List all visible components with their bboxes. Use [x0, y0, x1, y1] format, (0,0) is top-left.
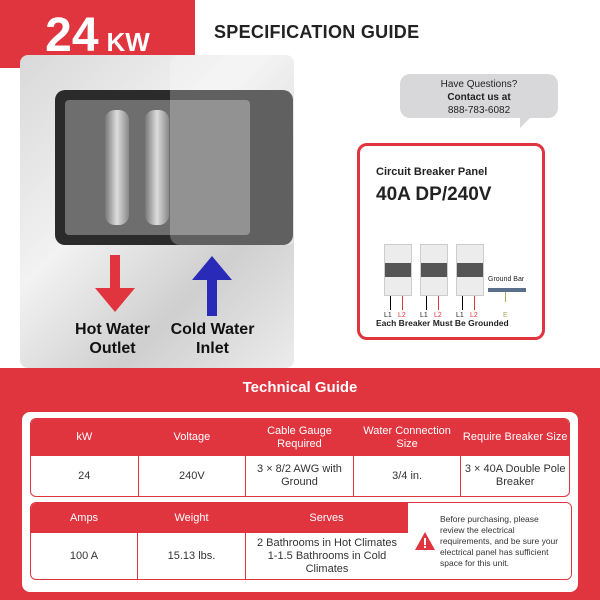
ground-label: E	[503, 312, 508, 319]
table-header-row: kW Voltage Cable Gauge Required Water Co…	[31, 419, 569, 456]
value-weight: 15.13 lbs.	[138, 533, 246, 579]
ground-bar-label: Ground Bar	[488, 276, 525, 283]
spec-table-2: Amps Weight Serves Before purchasing, pl…	[30, 502, 572, 580]
hot-outlet-arrow-icon	[95, 255, 135, 312]
note-text: Before purchasing, please review the ele…	[440, 513, 559, 568]
table-row: 24 240V 3 × 8/2 AWG with Ground 3/4 in. …	[31, 456, 569, 496]
contact-label: Contact us at	[447, 92, 511, 103]
header-serves: Serves	[246, 503, 408, 533]
contact-phone[interactable]: 888-783-6082	[447, 105, 511, 116]
breaker-icon	[420, 244, 448, 296]
breaker-footer: Each Breaker Must Be Grounded	[376, 318, 509, 328]
value-breaker-size: 3 × 40A Double Pole Breaker	[464, 463, 566, 488]
breaker-rating: 40A DP/240V	[376, 184, 492, 205]
technical-guide-title: Technical Guide	[242, 379, 358, 396]
flow-arrows	[95, 255, 232, 316]
header-cable-gauge: Cable Gauge Required	[246, 419, 354, 456]
l1-label: L1	[456, 312, 464, 319]
ground-bar-icon	[488, 288, 526, 292]
l2-label: L2	[470, 312, 478, 319]
l2-label: L2	[398, 312, 406, 319]
header-voltage: Voltage	[138, 419, 247, 456]
header-water-connection: Water Connection Size	[353, 419, 462, 456]
header-kw: kW	[31, 419, 139, 456]
value-amps: 100 A	[31, 533, 138, 579]
breaker-panel-title: Circuit Breaker Panel	[376, 166, 488, 178]
power-number: 24	[45, 9, 99, 62]
contact-bubble: Have Questions? Contact us at 888-783-60…	[400, 74, 558, 128]
value-kw: 24	[31, 456, 139, 496]
breaker-icon	[384, 244, 412, 296]
l1-label: L1	[420, 312, 428, 319]
water-heater-illustration	[55, 90, 293, 245]
value-voltage: 240V	[139, 456, 247, 496]
value-serves: 2 Bathrooms in Hot Climates 1-1.5 Bathro…	[257, 536, 397, 575]
l2-label: L2	[434, 312, 442, 319]
purchase-note: Before purchasing, please review the ele…	[408, 503, 571, 579]
cold-inlet-arrow-icon	[192, 256, 232, 316]
value-cable-gauge: 3 × 8/2 AWG with Ground	[246, 456, 354, 496]
warning-icon	[415, 532, 435, 550]
table-row: 100 A 15.13 lbs. 2 Bathrooms in Hot Clim…	[31, 533, 571, 579]
value-water-connection: 3/4 in.	[354, 456, 462, 496]
l1-label: L1	[384, 312, 392, 319]
header-amps: Amps	[31, 503, 138, 533]
contact-question: Have Questions?	[440, 79, 518, 90]
table-header-row: Amps Weight Serves Before purchasing, pl…	[31, 503, 571, 579]
spec-table-1: kW Voltage Cable Gauge Required Water Co…	[30, 418, 570, 497]
page-title: SPECIFICATION GUIDE	[214, 22, 420, 42]
heater-cover	[170, 55, 294, 245]
breaker-panel-card: Circuit Breaker Panel 40A DP/240V L1 L2 L…	[357, 143, 545, 340]
header-weight: Weight	[138, 503, 246, 533]
breaker-icon	[456, 244, 484, 296]
header-breaker-size: Require Breaker Size	[461, 419, 569, 456]
power-unit: KW	[106, 27, 150, 57]
